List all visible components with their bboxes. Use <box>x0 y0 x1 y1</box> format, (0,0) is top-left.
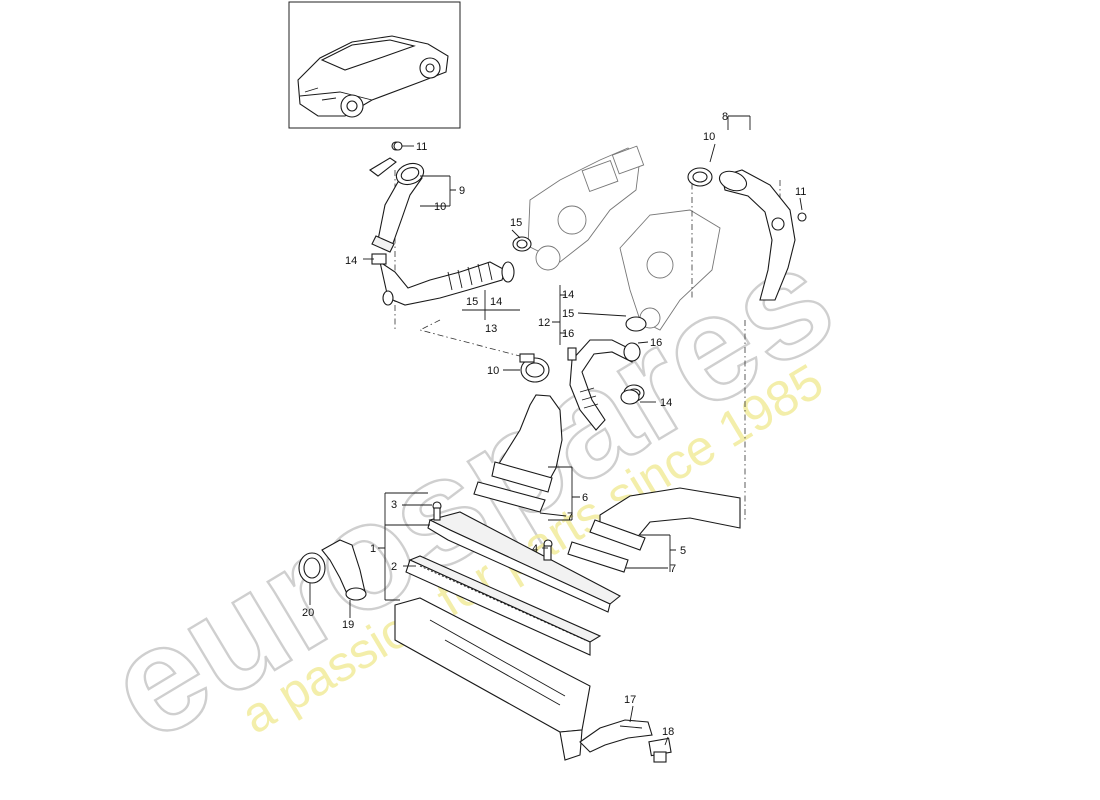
callout-19: 19 <box>342 619 354 631</box>
callout-7: 7 <box>567 511 573 523</box>
hose-clamp-14-right <box>620 389 640 405</box>
hose-clamp-14-left <box>371 253 387 265</box>
callout-16: 16 <box>650 337 662 349</box>
hose-clamp-10-middle <box>519 353 550 383</box>
callout-10: 10 <box>487 365 499 377</box>
air-pipe-upper-left <box>369 141 425 253</box>
callout-20: 20 <box>302 607 314 619</box>
bellows-pipe <box>379 260 515 306</box>
callout-labels: 11 9 10 14 15 14 13 15 14 15 12 16 16 14… <box>302 111 806 738</box>
callout-18: 18 <box>662 726 674 738</box>
callout-11: 11 <box>795 186 806 198</box>
callout-4: 4 <box>532 543 538 555</box>
callout-9: 9 <box>459 185 465 197</box>
callout-10: 10 <box>703 131 715 143</box>
hose-clamp-15-upper <box>512 236 532 252</box>
callout-1: 1 <box>370 543 376 555</box>
callout-7: 7 <box>670 563 676 575</box>
air-filter-element <box>405 555 602 656</box>
callout-5: 5 <box>680 545 686 557</box>
callout-16: 16 <box>562 328 574 340</box>
callout-14: 14 <box>490 296 502 308</box>
intake-duct-left <box>473 394 563 513</box>
callout-8: 8 <box>722 111 728 123</box>
screw-11-left <box>393 141 403 151</box>
callout-15: 15 <box>466 296 478 308</box>
callout-13: 13 <box>485 323 497 335</box>
callout-6: 6 <box>582 492 588 504</box>
leader-lines <box>309 115 803 746</box>
intake-snorkel-17 <box>579 719 653 753</box>
turbocharger-ghost <box>527 145 721 331</box>
callout-17: 17 <box>624 694 636 706</box>
callout-14: 14 <box>345 255 357 267</box>
callout-12: 12 <box>538 317 550 329</box>
intake-duct-right <box>567 487 741 573</box>
connector-18 <box>648 737 672 763</box>
air-pipe-upper-right <box>687 167 807 301</box>
callout-15: 15 <box>510 217 522 229</box>
hose-clamp-20 <box>298 552 326 584</box>
callout-3: 3 <box>391 499 397 511</box>
reference-lines <box>394 170 781 520</box>
car-thumbnail-icon <box>288 1 461 129</box>
callout-14: 14 <box>562 289 574 301</box>
callout-11: 11 <box>416 141 427 153</box>
air-filter-housing-lower <box>394 597 591 761</box>
elbow-duct-19 <box>321 539 367 601</box>
callout-2: 2 <box>391 561 397 573</box>
callout-10: 10 <box>434 201 446 213</box>
callout-14: 14 <box>660 397 672 409</box>
air-filter-housing-upper <box>427 501 622 613</box>
callout-15: 15 <box>562 308 574 320</box>
